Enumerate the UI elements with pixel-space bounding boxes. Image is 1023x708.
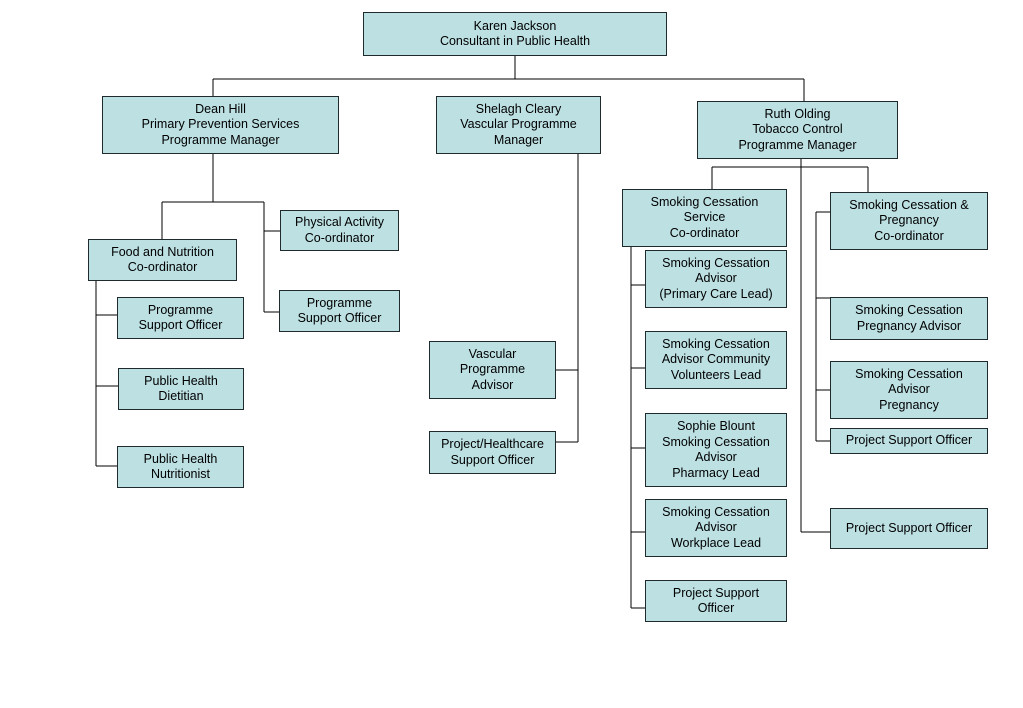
node-text-line: Advisor xyxy=(695,520,737,535)
node-text-line: Support Officer xyxy=(450,452,535,467)
node-text-line: Smoking Cessation xyxy=(855,366,963,381)
node-text-line: Public Health xyxy=(143,451,218,466)
node-text-line: Pregnancy xyxy=(879,397,939,412)
node-text-line: Food and Nutrition xyxy=(111,244,214,259)
node-text-line: Smoking Cessation xyxy=(650,194,759,209)
node-text-line: Smoking Cessation xyxy=(662,434,770,449)
node-text-line: Programme Manager xyxy=(161,132,280,147)
node-text-line: Pharmacy Lead xyxy=(672,465,760,480)
node-text-line: Programme xyxy=(306,295,373,310)
node-text-line: Pregnancy xyxy=(879,213,939,228)
node-text-line: Project/Healthcare xyxy=(441,437,544,451)
node-text-line: Smoking Cessation xyxy=(662,336,770,351)
node-text-line: Smoking Cessation xyxy=(855,303,963,317)
node-text-line: Service xyxy=(683,210,726,225)
node-text-line: Co-ordinator xyxy=(669,225,740,240)
node-text-line: Vascular xyxy=(468,346,517,361)
node-project-support-officer-pregnancy: Project Support Officer xyxy=(830,428,988,454)
node-text-line: Dietitian xyxy=(158,389,204,403)
node-text-line: Project Support Officer xyxy=(845,433,973,448)
node-text-line: Programme xyxy=(147,302,214,317)
node-text-line: Co-ordinator xyxy=(127,260,198,274)
node-text-line: Project Support xyxy=(672,585,760,600)
node-text-line: Tobacco Control xyxy=(752,122,843,137)
node-text-line: Volunteers Lead xyxy=(670,367,762,382)
node-text-line: Smoking Cessation xyxy=(662,504,770,519)
node-project-support-officer-ruth: Project Support Officer xyxy=(830,508,988,549)
node-text-line: Co-ordinator xyxy=(304,230,375,245)
node-text-line: Nutritionist xyxy=(150,467,211,481)
node-text-line: Consultant in Public Health xyxy=(439,34,591,48)
node-text-line: Primary Prevention Services xyxy=(141,117,300,132)
node-text-line: Public Health xyxy=(144,373,218,388)
node-text-line: Smoking Cessation xyxy=(662,255,770,270)
node-text-line: Sophie Blount xyxy=(677,419,755,433)
node-text-line: Support Officer xyxy=(297,311,382,325)
node-text-line: Project Support Officer xyxy=(845,520,973,535)
node-text-line: Officer xyxy=(697,601,735,615)
node-text-line: Dean Hill xyxy=(195,101,246,116)
node-text-line: Advisor xyxy=(888,382,930,397)
node-text-line: Co-ordinator xyxy=(874,228,944,243)
node-text-line: Ruth Olding xyxy=(764,106,831,121)
node-text-line: Advisor xyxy=(695,450,737,464)
node-text-line: Karen Jackson xyxy=(473,18,557,33)
node-text-line: Smoking Cessation & xyxy=(849,197,969,212)
node-text-line: Physical Activity xyxy=(295,215,384,229)
node-text-line: Advisor xyxy=(471,377,514,392)
node-text-line: Manager xyxy=(493,132,544,147)
node-text-line: Shelagh Cleary xyxy=(475,101,562,116)
node-text-line: Vascular Programme xyxy=(460,117,577,132)
node-text-line: Programme xyxy=(459,362,526,377)
node-text-line: (Primary Care Lead) xyxy=(659,286,773,301)
node-text-line: Workplace Lead xyxy=(670,535,762,550)
node-text-line: Advisor Community xyxy=(661,352,771,367)
node-text-line: Support Officer xyxy=(138,318,223,332)
node-text-line: Pregnancy Advisor xyxy=(856,318,962,333)
node-text-line: Advisor xyxy=(695,271,737,286)
node-text-line: Programme Manager xyxy=(738,137,857,152)
